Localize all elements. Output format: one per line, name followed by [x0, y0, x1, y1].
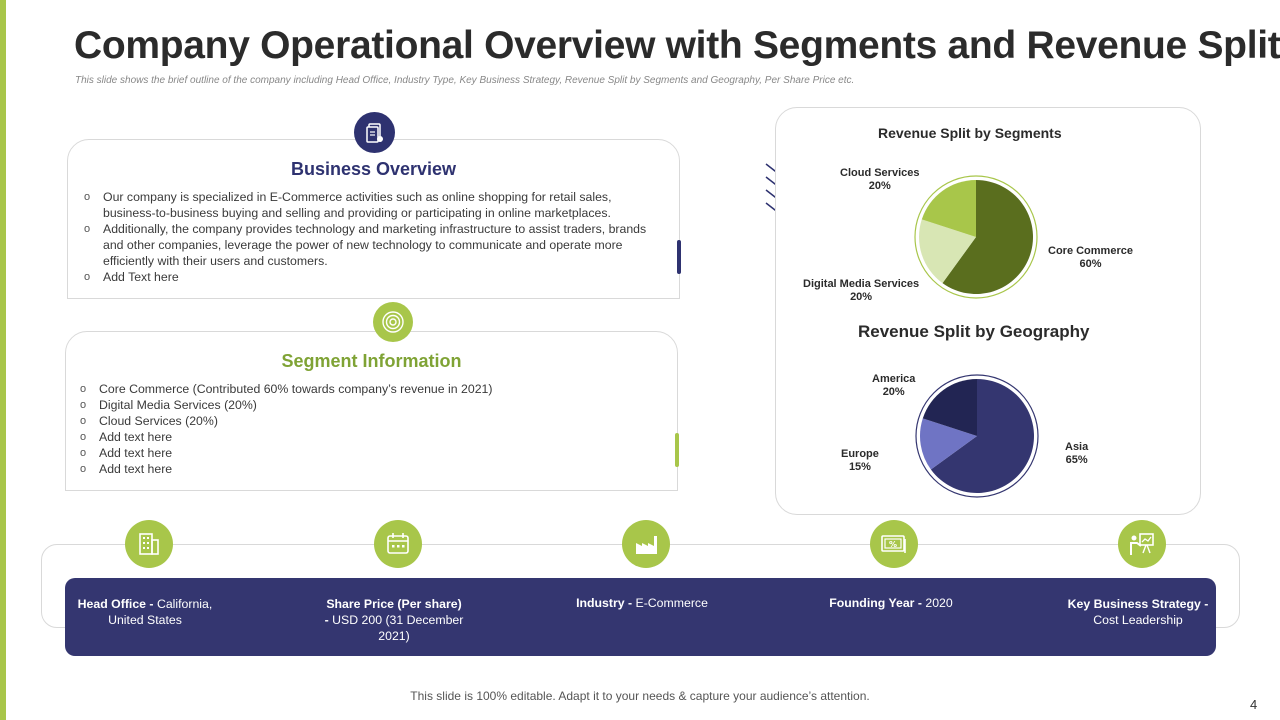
info-label: Head Office -	[77, 597, 157, 611]
segment-information-heading: Segment Information	[281, 351, 462, 371]
left-accent-bar	[0, 0, 6, 720]
list-item: Our company is specialized in E-Commerce…	[84, 189, 655, 221]
list-item: Additionally, the company provides techn…	[84, 221, 655, 269]
list-item: Core Commerce (Contributed 60% towards c…	[80, 381, 653, 397]
geography-chart-title: Revenue Split by Geography	[858, 322, 1090, 341]
page-number: 4	[1250, 697, 1258, 712]
info-founding-year: Founding Year - 2020	[811, 595, 971, 611]
slide-title: Company Operational Overview with Segmen…	[74, 24, 1280, 67]
slice-name: Europe	[841, 448, 879, 460]
pie-slice-cloud-services	[921, 180, 976, 237]
slide-subtitle: This slide shows the brief outline of th…	[75, 75, 855, 86]
segment-information-tab	[675, 433, 679, 467]
info-industry: Industry - E-Commerce	[562, 595, 722, 611]
business-overview-list: Our company is specialized in E-Commerce…	[68, 189, 679, 285]
svg-text:%: %	[889, 540, 897, 549]
info-value: USD 200 (31 December 2021)	[332, 613, 464, 643]
pie-slice-core-commerce	[942, 180, 1033, 294]
calendar-icon	[374, 520, 422, 568]
info-label: Industry -	[576, 596, 636, 610]
info-bar	[65, 578, 1216, 656]
building-icon	[125, 520, 173, 568]
info-head-office: Head Office - California, United States	[72, 596, 218, 628]
pie-label-asia: Asia 65%	[1065, 441, 1088, 467]
info-label: Share Price (Per share) -	[324, 597, 462, 627]
info-value: 2020	[925, 596, 953, 610]
pie-slice-europe	[920, 418, 977, 470]
pie-label-digital-media-services: Digital Media Services 20%	[803, 278, 919, 304]
pie-slice-digital-media-services	[919, 219, 976, 284]
slice-name: Asia	[1065, 441, 1089, 453]
target-icon	[373, 302, 413, 342]
presentation-icon	[1118, 520, 1166, 568]
segment-information-list: Core Commerce (Contributed 60% towards c…	[66, 381, 677, 477]
pie-outline-ring	[915, 374, 1039, 498]
info-share-price: Share Price (Per share) - USD 200 (31 De…	[324, 596, 464, 644]
business-overview-tab	[677, 240, 681, 274]
pie-label-america: America 20%	[872, 373, 915, 399]
percent-icon: %	[870, 520, 918, 568]
list-item: Add text here	[80, 461, 653, 477]
document-icon	[354, 112, 395, 153]
footer-note: This slide is 100% editable. Adapt it to…	[410, 689, 870, 703]
slice-name: America	[872, 373, 916, 385]
slice-value: 65%	[1065, 454, 1088, 466]
segments-pie-chart	[914, 175, 1038, 299]
info-label: Key Business Strategy -	[1067, 597, 1209, 611]
slice-name: Cloud Services	[840, 167, 920, 179]
info-value: E-Commerce	[635, 596, 708, 610]
slice-value: 20%	[882, 386, 905, 398]
info-value: California, United States	[108, 597, 213, 627]
list-item: Digital Media Services (20%)	[80, 397, 653, 413]
list-item: Add text here	[80, 429, 653, 445]
slice-value: 15%	[848, 461, 871, 473]
info-label: Founding Year -	[829, 596, 926, 610]
info-key-business-strategy: Key Business Strategy - Cost Leadership	[1062, 596, 1214, 628]
geography-pie-chart	[915, 374, 1039, 498]
pie-label-core-commerce: Core Commerce 60%	[1048, 245, 1133, 271]
slice-name: Digital Media Services	[803, 278, 920, 290]
list-item: Add Text here	[84, 269, 655, 285]
list-item: Add text here	[80, 445, 653, 461]
pie-outline-ring	[914, 175, 1038, 299]
pie-label-europe: Europe 15%	[841, 448, 879, 474]
info-value: Cost Leadership	[1093, 613, 1183, 627]
slice-value: 60%	[1079, 258, 1102, 270]
list-item: Cloud Services (20%)	[80, 413, 653, 429]
slice-value: 20%	[868, 180, 891, 192]
slice-name: Core Commerce	[1048, 245, 1133, 257]
business-overview-card: Business Overview Our company is special…	[67, 139, 680, 299]
pie-slice-asia	[930, 379, 1034, 493]
segment-information-card: Segment Information Core Commerce (Contr…	[65, 331, 678, 491]
business-overview-heading: Business Overview	[290, 159, 457, 179]
factory-icon	[622, 520, 670, 568]
pie-slice-america	[922, 379, 977, 436]
slice-value: 20%	[850, 291, 873, 303]
pie-label-cloud-services: Cloud Services 20%	[840, 167, 919, 193]
segments-chart-title: Revenue Split by Segments	[878, 125, 1062, 141]
